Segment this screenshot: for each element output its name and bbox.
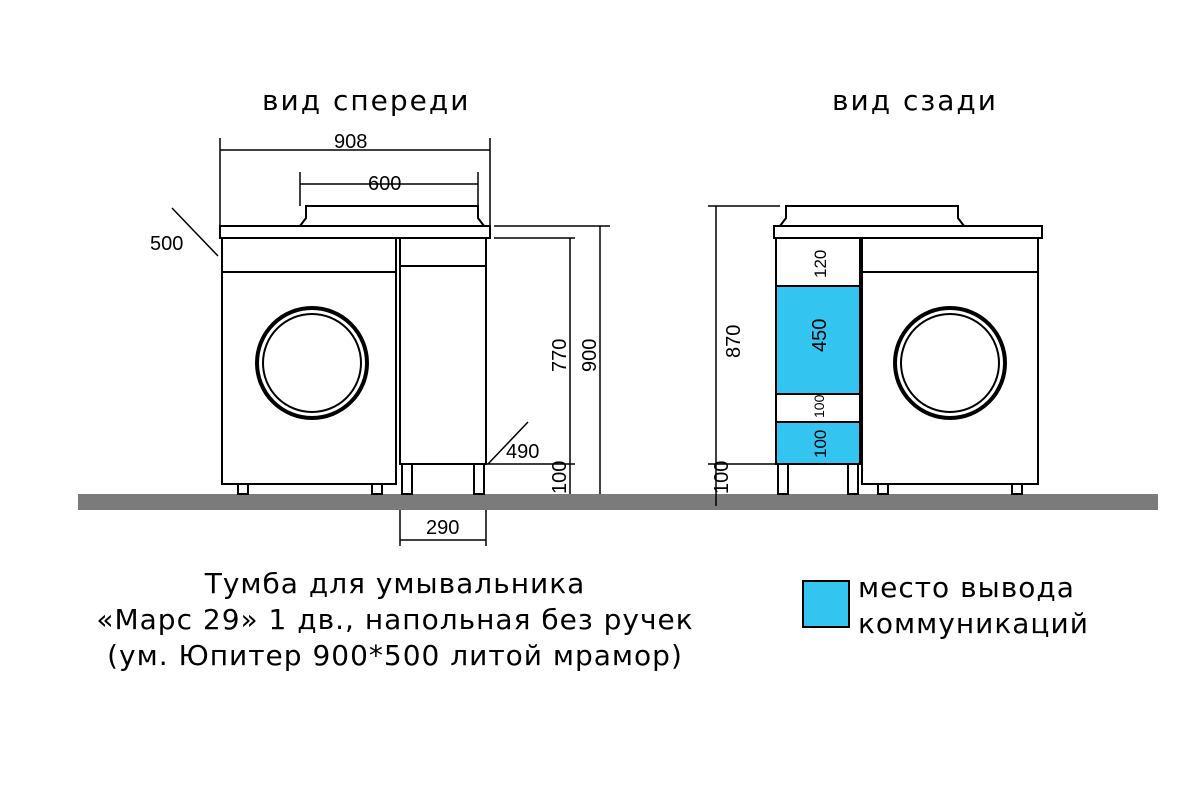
front-cabinet-body <box>399 237 487 465</box>
back-view-title: вид сзади <box>832 84 998 117</box>
caption-line-1: Тумба для умывальника <box>204 567 586 600</box>
front-view-title: вид спереди <box>262 84 470 117</box>
front-cabinet-leg-left <box>401 463 413 495</box>
front-washer-body <box>221 237 397 485</box>
back-comm-zone-450 <box>775 285 861 395</box>
back-washer-body <box>861 237 1039 485</box>
back-basin-top <box>779 205 965 227</box>
legend-line-1: место вывода <box>858 571 1075 604</box>
back-cabinet-leg-right <box>847 463 859 495</box>
dim-top-width: 600 <box>368 173 401 195</box>
front-washer-door-outer <box>255 306 369 420</box>
dim-height-770: 770 <box>549 339 571 372</box>
dim-zone-100-small: 100 <box>811 394 827 418</box>
front-basin-top <box>299 205 485 227</box>
dim-depth-top: 500 <box>150 233 183 255</box>
floor <box>78 494 1158 510</box>
dim-total-width: 908 <box>334 131 367 153</box>
product-caption: Тумба для умывальника «Марс 29» 1 дв., н… <box>0 566 790 674</box>
back-washer-door-inner <box>900 313 1000 413</box>
legend-communications-label: место вывода коммуникаций <box>858 570 1089 642</box>
back-washer-door-outer <box>893 306 1007 420</box>
back-washer-foot-left <box>877 483 889 495</box>
dim-zone-450: 450 <box>809 319 831 352</box>
back-view <box>773 205 1043 495</box>
front-washer-foot-left <box>237 483 249 495</box>
front-cabinet-leg-right <box>473 463 485 495</box>
legend-communications-swatch <box>802 580 850 628</box>
back-dimension-lines <box>708 205 780 506</box>
dim-leg-height-front: 100 <box>549 461 571 494</box>
front-view <box>219 205 491 495</box>
caption-line-2: «Марс 29» 1 дв., напольная без ручек <box>96 603 694 636</box>
dim-depth-bottom: 490 <box>506 441 539 463</box>
dim-back-height: 870 <box>723 325 745 358</box>
dim-zone-100-lower: 100 <box>811 430 830 458</box>
back-countertop <box>773 225 1043 239</box>
dim-zone-120: 120 <box>811 250 830 278</box>
legend-line-2: коммуникаций <box>858 607 1089 640</box>
back-comm-zone-100 <box>775 421 861 465</box>
front-washer-foot-right <box>371 483 383 495</box>
back-cabinet-leg-left <box>777 463 789 495</box>
front-washer-door-inner <box>262 313 362 413</box>
back-washer-foot-right <box>1011 483 1023 495</box>
front-dimension-lines <box>171 138 610 546</box>
dim-cabinet-width: 290 <box>426 517 459 539</box>
dim-back-leg: 100 <box>711 461 733 494</box>
caption-line-3: (ум. Юпитер 900*500 литой мрамор) <box>107 639 683 672</box>
front-countertop <box>219 225 491 239</box>
dim-height-900: 900 <box>579 339 601 372</box>
